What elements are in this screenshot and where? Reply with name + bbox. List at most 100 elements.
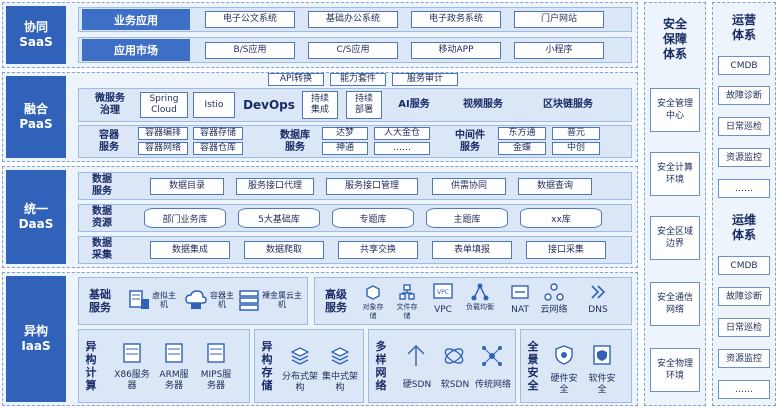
ai-service[interactable]: AI服务 [398,99,430,110]
storage-char-4: 储 [261,379,273,392]
saas-app-3[interactable]: 电子政务系统 [411,11,501,28]
container-header-l1: 容器 [99,129,119,141]
market-item-4[interactable]: 小程序 [514,42,604,59]
saas-app-1[interactable]: 电子公文系统 [205,11,295,28]
five-base-db[interactable]: 5大基础库 [238,208,320,228]
container-registry[interactable]: 容器仓库 [193,142,243,155]
security-physical-env[interactable]: 安全物理环境 [650,348,700,392]
compute-char-4: 算 [85,379,97,392]
cloud-network-label: 云网络 [540,305,568,315]
xx-db[interactable]: xx库 [520,208,602,228]
ops1-cmdb[interactable]: CMDB [718,56,770,75]
service-interface-mgmt[interactable]: 服务接口管理 [326,178,418,195]
dept-business-db[interactable]: 部门业务库 [144,208,226,228]
mw-zhongchuang[interactable]: 中创 [552,142,600,155]
svc-header-l2: 服务 [92,186,112,197]
mips-server-label: MIPS服务器 [200,370,232,391]
software-security-label: 软件安全 [588,374,616,395]
capability-suite[interactable]: 能力套件 [330,73,386,86]
db-dameng[interactable]: 达梦 [322,127,368,140]
container-orchestration[interactable]: 容器编排 [138,127,188,140]
col-header-l2: 采集 [92,250,112,261]
form-filling[interactable]: 表单填报 [432,241,512,259]
virtual-host-label: 虚拟主机 [152,291,176,309]
daas-label: 统一 DaaS [6,170,66,264]
ops1-fault-diagnosis[interactable]: 故障诊断 [718,86,770,105]
micro-header-l1: 微服务 [95,93,125,104]
ops1-resource-monitor[interactable]: 资源监控 [718,148,770,167]
theme-db[interactable]: 主题库 [426,208,508,228]
db-header-l1: 数据库 [280,129,310,141]
security-comm-network[interactable]: 安全通信网络 [650,282,700,326]
dns-label: DNS [588,305,608,315]
istio[interactable]: Istio [193,92,235,118]
ops2-cmdb[interactable]: CMDB [718,256,770,275]
virtual-host-icon [129,290,149,309]
api-convert[interactable]: API转换 [268,73,324,86]
app-market-header: 应用市场 [82,39,190,61]
security-compute-env[interactable]: 安全计算环境 [650,152,700,196]
mw-tongtech[interactable]: 东方通 [498,127,546,140]
mw-primeton[interactable]: 普元 [552,127,600,140]
svg-text:VPC: VPC [437,289,449,296]
continuous-integration[interactable]: 持续集成 [302,91,338,119]
db-more[interactable]: …… [374,142,430,155]
special-topic-db[interactable]: 专题库 [332,208,414,228]
business-apps-header: 业务应用 [82,9,190,30]
network-char-4: 络 [375,379,387,392]
security-char-1: 全 [527,340,539,353]
security-system-column [644,2,706,406]
continuous-deployment[interactable]: 持续部署 [346,91,382,119]
network-panel [368,329,516,403]
service-audit[interactable]: 服务审计 [392,73,458,86]
market-item-2[interactable]: C/S应用 [308,42,398,59]
security-char-4: 全 [527,379,539,392]
daas-label-line2: DaaS [18,217,54,231]
ops1-daily-inspection[interactable]: 日常巡检 [718,117,770,136]
iaas-label-line1: 异构 [23,324,48,338]
data-catalog[interactable]: 数据目录 [150,178,224,195]
container-storage[interactable]: 容器存储 [193,127,243,140]
iaas-label: 异构 IaaS [6,276,66,402]
ops2-resource-monitor[interactable]: 资源监控 [718,349,770,368]
devops-label: DevOps [243,98,295,112]
security-mgmt-center[interactable]: 安全管理中心 [650,88,700,132]
data-integration[interactable]: 数据集成 [150,241,230,259]
container-host-icon [185,290,207,309]
ops1-more[interactable]: …… [718,179,770,198]
blockchain-service[interactable]: 区块链服务 [543,99,593,110]
share-exchange[interactable]: 共享交换 [338,241,418,259]
x86-server-icon [123,343,141,363]
container-host-label: 容器主机 [210,291,234,309]
saas-app-4[interactable]: 门户网站 [514,11,604,28]
ops2-fault-diagnosis[interactable]: 故障诊断 [718,287,770,306]
supply-demand-collab[interactable]: 供需协同 [432,178,506,195]
ops2-daily-inspection[interactable]: 日常巡检 [718,318,770,337]
security-char-3: 安 [527,366,539,379]
data-crawling[interactable]: 数据爬取 [244,241,324,259]
interface-collection[interactable]: 接口采集 [526,241,606,259]
market-item-3[interactable]: 移动APP [411,42,501,59]
ops2-more[interactable]: …… [718,380,770,399]
container-network[interactable]: 容器网络 [138,142,188,155]
sec-title-l1: 安全 [662,16,687,31]
daas-label-line1: 统一 [23,202,48,216]
bare-metal-icon [239,290,259,311]
mw-kingdee[interactable]: 金蝶 [498,142,546,155]
saas-app-2[interactable]: 基础办公系统 [308,11,398,28]
market-item-1[interactable]: B/S应用 [205,42,295,59]
db-shentong[interactable]: 神通 [322,142,368,155]
ops2-title-l1: 运维 [731,213,756,227]
spring-cloud[interactable]: Spring Cloud [140,92,188,118]
data-query[interactable]: 数据查询 [518,178,592,195]
video-service[interactable]: 视频服务 [463,99,503,110]
db-kingbase[interactable]: 人大金仓 [374,127,430,140]
security-area-boundary[interactable]: 安全区域边界 [650,216,700,260]
maintenance-system-title: 运维 体系 [716,210,772,246]
ops2-title-l2: 体系 [731,228,756,242]
hardware-security-icon [555,345,573,365]
soft-sdn-label: 软SDN [440,380,470,390]
cloud-network-icon [544,283,564,301]
ops1-title-l1: 运营 [731,13,756,27]
service-interface-proxy[interactable]: 服务接口代理 [236,178,314,195]
